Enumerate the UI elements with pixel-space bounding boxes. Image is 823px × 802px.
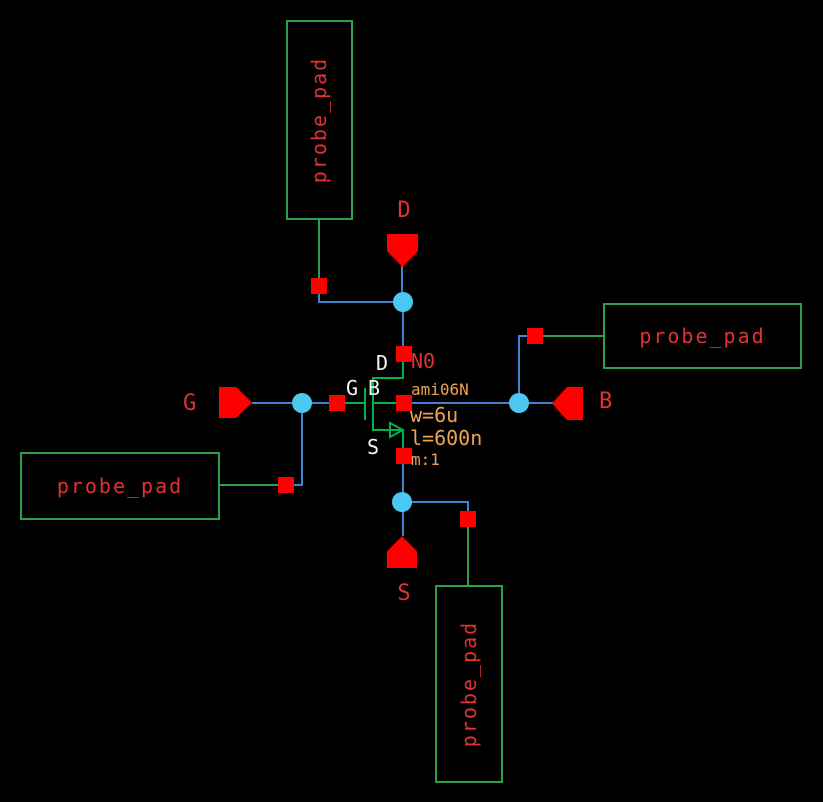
- wire-segment[interactable]: [402, 302, 404, 346]
- wire-segment[interactable]: [467, 501, 469, 513]
- probe-pad-right[interactable]: probe_pad: [603, 303, 802, 369]
- stub-wire-right[interactable]: [543, 335, 603, 337]
- wire-endpoint-square[interactable]: [460, 511, 476, 527]
- bulk-terminal-label: B: [368, 376, 381, 400]
- source-lead-line: [372, 429, 404, 431]
- gate-pin[interactable]: [219, 387, 252, 418]
- wire-segment[interactable]: [301, 403, 303, 486]
- wire-endpoint-square[interactable]: [527, 328, 543, 344]
- stub-wire-bottom[interactable]: [467, 527, 469, 585]
- wire-segment[interactable]: [402, 501, 469, 503]
- wire-endpoint-square[interactable]: [311, 278, 327, 294]
- source-terminal-square[interactable]: [396, 448, 412, 464]
- probe-pad-bottom-label: probe_pad: [457, 620, 481, 748]
- gate-lead-line: [345, 402, 365, 404]
- length-param-label: l=600n: [410, 426, 483, 450]
- source-arrow-icon: [389, 421, 405, 439]
- probe-pad-bottom[interactable]: probe_pad: [435, 585, 503, 783]
- instance-name-label: N0: [411, 349, 436, 373]
- gate-terminal-label: G: [346, 376, 359, 400]
- wire-segment[interactable]: [518, 335, 528, 337]
- wire-segment[interactable]: [401, 266, 403, 303]
- source-terminal-label: S: [367, 435, 380, 459]
- wire-segment[interactable]: [293, 484, 303, 486]
- drain-terminal-label: D: [376, 351, 389, 375]
- wire-segment[interactable]: [318, 294, 320, 303]
- drain-pin-label: D: [397, 198, 411, 223]
- wire-segment[interactable]: [518, 336, 520, 403]
- width-param-label: w=6u: [410, 403, 459, 427]
- wire-segment[interactable]: [412, 402, 553, 404]
- drain-pin[interactable]: [387, 234, 418, 267]
- solder-dot[interactable]: [292, 393, 312, 413]
- probe-pad-top[interactable]: probe_pad: [286, 20, 353, 220]
- drain-lead-line: [402, 362, 404, 378]
- wire-endpoint-square[interactable]: [278, 477, 294, 493]
- drain-terminal-square[interactable]: [396, 346, 412, 362]
- stub-wire-top[interactable]: [318, 219, 320, 279]
- wire-segment[interactable]: [318, 301, 404, 303]
- bulk-terminal-square[interactable]: [396, 395, 412, 411]
- bulk-pin-label: B: [599, 389, 613, 414]
- probe-pad-right-label: probe_pad: [639, 324, 766, 348]
- source-lead-line: [402, 430, 404, 448]
- gate-bar-line: [364, 388, 366, 420]
- probe-pad-left[interactable]: probe_pad: [20, 452, 220, 520]
- source-pin-label: S: [397, 581, 411, 606]
- wire-segment[interactable]: [252, 402, 330, 404]
- bulk-lead-line: [374, 402, 396, 404]
- probe-pad-top-label: probe_pad: [307, 56, 332, 184]
- multiplier-param-label: m:1: [411, 450, 440, 469]
- channel-bar-line: [372, 378, 374, 431]
- solder-dot[interactable]: [392, 492, 412, 512]
- solder-dot[interactable]: [393, 292, 413, 312]
- stub-wire-left[interactable]: [220, 484, 280, 486]
- solder-dot[interactable]: [509, 393, 529, 413]
- gate-terminal-square[interactable]: [329, 395, 345, 411]
- gate-pin-label: G: [183, 391, 197, 416]
- source-pin[interactable]: [387, 536, 417, 568]
- model-name-label: ami06N: [411, 380, 469, 399]
- bulk-pin[interactable]: [552, 387, 583, 420]
- drain-lead-line: [372, 377, 404, 379]
- probe-pad-left-label: probe_pad: [56, 474, 184, 498]
